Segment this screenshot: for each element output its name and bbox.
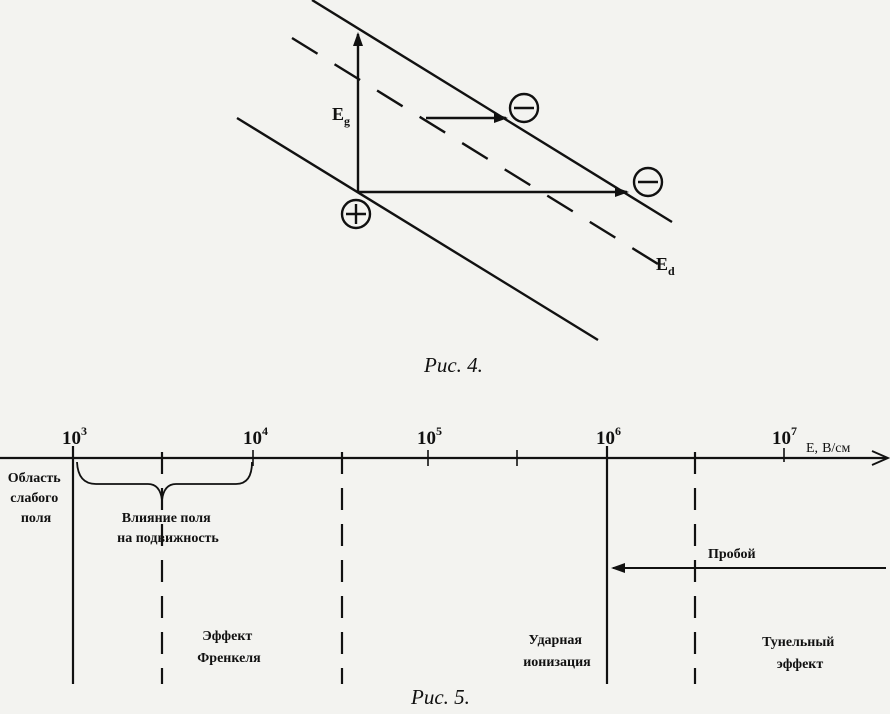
- region-impact-label: Ударная ионизация: [523, 633, 591, 670]
- figure-5: 103 104 105 106 107 E,В/см Область слабо…: [0, 424, 890, 709]
- conduction-band-line: [311, 0, 673, 224]
- region-tunnel-label: Тунельный эффект: [762, 635, 838, 672]
- donor-level-dashed-line: [291, 36, 659, 266]
- eg-label: Eg: [332, 104, 350, 128]
- tick-label-1e4: 104: [243, 424, 268, 449]
- tick-label-1e6: 106: [596, 424, 621, 449]
- figure-4-caption: Рис. 4.: [423, 353, 483, 377]
- electron-symbol-lower: [632, 166, 664, 198]
- axis-label: E,В/см: [806, 441, 851, 456]
- region-mobility-label: Влияние поля на подвижность: [117, 511, 219, 546]
- tick-label-1e7: 107: [772, 424, 797, 449]
- figure-5-caption: Рис. 5.: [410, 685, 470, 709]
- tick-label-1e3: 103: [62, 424, 87, 449]
- electron-symbol-upper: [508, 92, 540, 124]
- region-weak-field-label: Область слабого поля: [8, 471, 64, 526]
- breakdown-label: Пробой: [708, 547, 756, 562]
- axis-arrowhead: [871, 450, 890, 466]
- ed-label: Ed: [656, 254, 675, 278]
- figure-4: Eg Ed Рис. 4.: [236, 0, 675, 377]
- hole-symbol: [340, 198, 372, 230]
- mobility-brace: [76, 461, 253, 501]
- valence-band-line: [236, 116, 599, 342]
- tick-label-1e5: 105: [417, 424, 442, 449]
- region-frenkel-label: Эффект Френкеля: [197, 629, 261, 666]
